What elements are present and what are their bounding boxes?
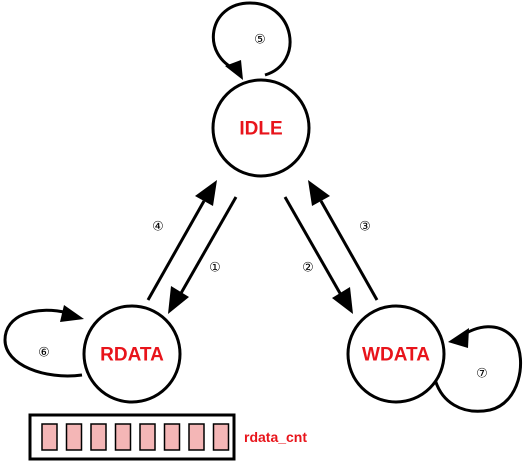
self-loop-rdata-arrowhead — [60, 305, 84, 322]
edge-wdata-to-idle-arrowhead — [308, 180, 330, 206]
edge-idle-to-wdata — [283, 196, 353, 314]
counter-cell — [163, 423, 181, 451]
transition-label-4: ④ — [152, 220, 164, 235]
state-idle-circle — [211, 78, 311, 178]
edge-idle-to-rdata-line — [178, 196, 238, 296]
edge-wdata-to-idle-line — [319, 200, 379, 301]
transition-label-3: ③ — [359, 220, 371, 235]
transition-label-7: ⑦ — [476, 367, 488, 382]
edge-idle-to-wdata-arrowhead — [332, 287, 353, 314]
counter-label: rdata_cnt — [244, 429, 307, 445]
edge-rdata-to-idle-arrowhead — [195, 180, 217, 206]
self-loop-idle — [211, 1, 292, 80]
state-rdata-circle — [82, 304, 182, 404]
edge-wdata-to-idle — [308, 180, 379, 301]
self-loop-wdata-arc — [431, 325, 523, 413]
state-idle-label: IDLE — [239, 119, 282, 140]
transition-label-2: ② — [302, 261, 314, 276]
transition-label-5: ⑤ — [254, 33, 266, 48]
self-loop-rdata — [3, 305, 84, 378]
counter-cell — [188, 423, 205, 451]
counter-cell — [212, 423, 230, 451]
state-rdata: RDATA — [82, 304, 182, 404]
edge-idle-to-wdata-line — [283, 196, 343, 296]
counter-cell — [65, 423, 83, 451]
counter-cell — [41, 423, 58, 451]
self-loop-wdata — [431, 325, 523, 413]
counter-cell — [90, 423, 107, 451]
transition-label-1: ① — [209, 261, 221, 276]
self-loop-idle-arc — [211, 1, 292, 77]
counter-cells — [41, 423, 230, 451]
self-loop-rdata-arc — [3, 308, 83, 378]
counter-cell — [139, 423, 156, 451]
state-idle: IDLE — [211, 78, 311, 178]
state-wdata: WDATA — [346, 304, 446, 404]
transition-label-6: ⑥ — [38, 346, 50, 361]
edge-rdata-to-idle — [146, 180, 217, 301]
edge-idle-to-rdata-arrowhead — [168, 286, 189, 314]
edge-idle-to-rdata — [168, 196, 238, 314]
edge-rdata-to-idle-line — [146, 200, 206, 301]
rdata-counter-register — [28, 413, 236, 461]
state-wdata-circle — [346, 304, 446, 404]
self-loop-wdata-arrowhead — [448, 328, 469, 348]
self-loop-idle-arrowhead — [225, 60, 243, 80]
counter-cell — [114, 423, 132, 451]
state-rdata-label: RDATA — [100, 345, 164, 366]
state-wdata-label: WDATA — [362, 345, 430, 366]
